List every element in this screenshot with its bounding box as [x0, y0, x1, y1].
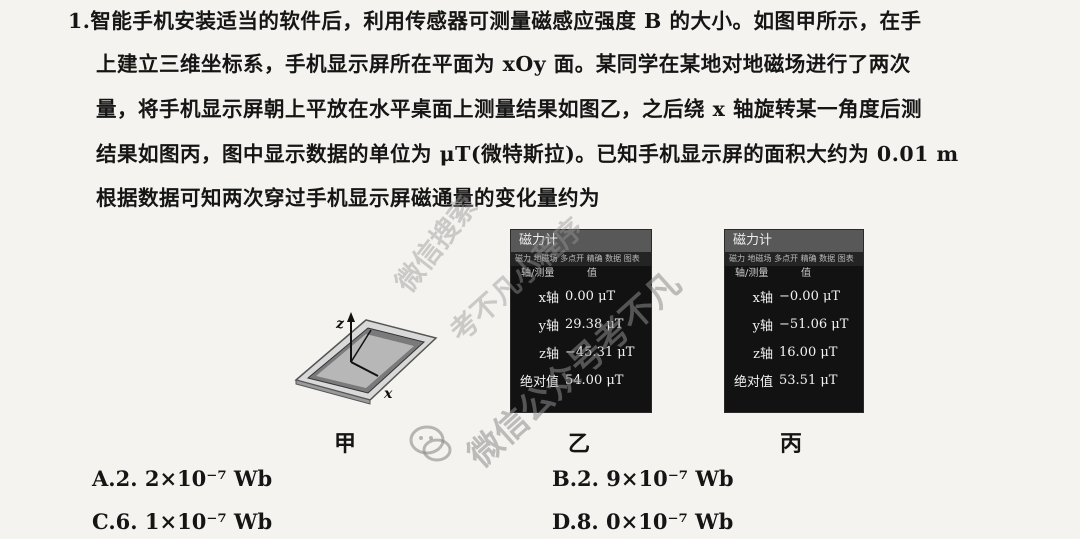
magnetometer-panel-c: 磁力计 磁力 地磁场 多点开 精确 数据 图表 轴/测量值 x轴−0.00 μT… [724, 229, 864, 413]
option-b[interactable]: B.2. 9×10⁻⁷ Wb [552, 466, 734, 491]
figure-caption-bing: 丙 [780, 431, 803, 457]
option-d[interactable]: D.8. 0×10⁻⁷ Wb [552, 509, 734, 534]
wechat-icon [409, 425, 452, 462]
option-a[interactable]: A.2. 2×10⁻⁷ Wb [92, 466, 273, 491]
reading-row: y轴−51.06 μT [752, 316, 849, 334]
panel-menu: 磁力 地磁场 多点开 精确 数据 图表 [511, 252, 651, 266]
question-line-1: 1.智能手机安装适当的软件后，利用传感器可测量磁感应强度 B 的大小。如图甲所示… [68, 9, 922, 33]
question-line-2: 上建立三维坐标系，手机显示屏所在平面为 xOy 面。某同学在某地对地磁场进行了两… [96, 52, 911, 76]
question-line-5: 根据数据可知两次穿过手机显示屏磁通量的变化量约为 [96, 186, 600, 210]
phone-axes-figure: z x [294, 312, 438, 405]
panel-header: 轴/测量值 [521, 268, 597, 279]
figure-caption-jia: 甲 [334, 431, 357, 457]
x-axis-label: x [383, 386, 393, 402]
panel-title: 磁力计 [725, 230, 863, 252]
figure-caption-yi: 乙 [568, 431, 591, 457]
reading-row: x轴−0.00 μT [752, 288, 841, 306]
option-c[interactable]: C.6. 1×10⁻⁷ Wb [92, 509, 273, 534]
z-axis-label: z [335, 316, 345, 332]
question-line-3: 量，将手机显示屏朝上平放在水平桌面上测量结果如图乙，之后绕 x 轴旋转某一角度后… [96, 97, 922, 121]
panel-title: 磁力计 [511, 230, 651, 252]
reading-row: z轴−45.31 μT [539, 344, 635, 362]
panel-menu: 磁力 地磁场 多点开 精确 数据 图表 [725, 252, 863, 266]
panel-header: 轴/测量值 [735, 268, 811, 279]
question-line-4: 结果如图丙，图中显示数据的单位为 μT(微特斯拉)。已知手机显示屏的面积大约为 … [96, 142, 959, 166]
